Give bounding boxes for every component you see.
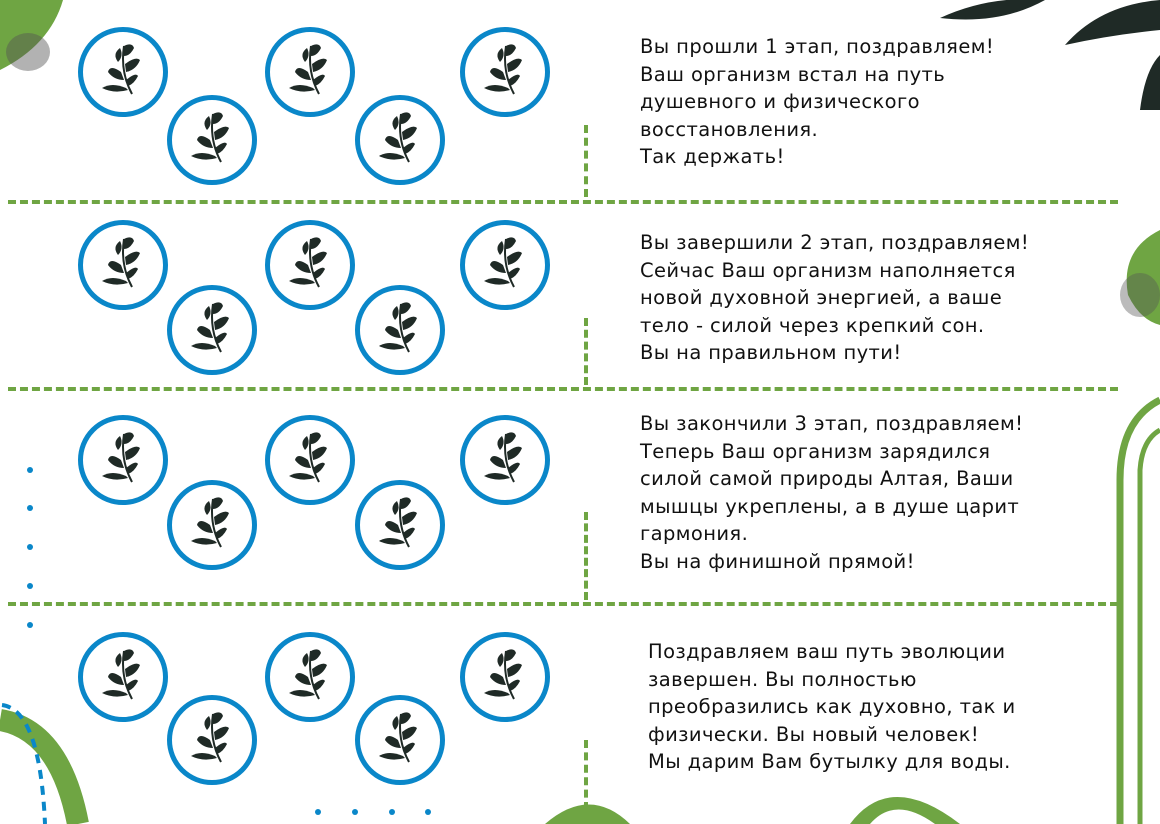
stage-2-text: Вы завершили 2 этап, поздравляем! Сейчас… <box>640 229 1029 367</box>
leaf-branch-icon <box>285 647 335 707</box>
leaf-branch-icon <box>187 110 237 170</box>
stage-4-text: Поздравляем ваш путь эволюции завершен. … <box>648 638 1016 776</box>
leaf-branch-icon <box>98 647 148 707</box>
text-line: восстановления. <box>640 117 819 141</box>
leaf-badge <box>265 220 355 310</box>
leaf-branch-icon <box>375 710 425 770</box>
text-line: Вы прошли 1 этап, поздравляем! <box>640 35 995 58</box>
stage-3-text: Вы закончили 3 этап, поздравляем! Теперь… <box>640 410 1023 575</box>
leaf-badge <box>355 480 445 570</box>
text-line: Так держать! <box>640 145 785 168</box>
leaf-branch-icon <box>98 42 148 102</box>
leaf-badge <box>167 695 257 785</box>
leaf-badge <box>265 632 355 722</box>
text-line: Вы на финишной прямой! <box>640 549 915 573</box>
text-line: Сейчас Ваш организм наполняется <box>640 258 1016 282</box>
text-line: новой духовной энергией, а ваше <box>640 286 1003 309</box>
leaf-badge <box>265 27 355 117</box>
stage-1-text: Вы прошли 1 этап, поздравляем! Ваш орган… <box>640 33 994 171</box>
leaf-branch-icon <box>98 430 148 490</box>
text-line: мышцы укреплены, а в душе царит <box>640 494 1020 518</box>
text-line: Поздравляем ваш путь эволюции <box>648 640 1006 663</box>
leaf-branch-icon <box>375 300 425 360</box>
text-line: Ваш организм встал на путь <box>640 62 946 86</box>
text-line: завершен. Вы полностью <box>648 667 917 691</box>
dashed-vertical-divider <box>584 740 588 810</box>
text-line: Теперь Ваш организм зарядился <box>640 439 991 463</box>
leaf-badge <box>355 285 445 375</box>
leaf-badge <box>167 480 257 570</box>
leaf-branch-icon <box>285 430 335 490</box>
leaf-branch-icon <box>480 42 530 102</box>
leaf-badge <box>167 285 257 375</box>
leaf-branch-icon <box>480 430 530 490</box>
text-line: Мы дарим Вам бутылку для воды. <box>648 750 1011 773</box>
dashed-divider <box>8 387 1118 391</box>
text-line: Вы закончили 3 этап, поздравляем! <box>640 412 1024 435</box>
green-leaf-shape <box>0 0 63 70</box>
text-line: Вы завершили 2 этап, поздравляем! <box>640 231 1030 254</box>
dashed-vertical-divider <box>584 318 588 385</box>
dashed-vertical-divider <box>584 512 588 600</box>
leaf-branch-icon <box>375 110 425 170</box>
text-line: Вы на правильном пути! <box>640 341 902 364</box>
leaf-branch-icon <box>187 495 237 555</box>
leaf-badge <box>460 27 550 117</box>
dashed-vertical-divider <box>584 125 588 197</box>
text-line: физически. Вы новый человек! <box>648 722 980 746</box>
dark-leaf-shape <box>1065 0 1160 45</box>
leaf-badge <box>78 27 168 117</box>
text-line: тело - силой через крепкий сон. <box>640 313 985 337</box>
leaf-branch-icon <box>480 235 530 295</box>
leaf-branch-icon <box>98 235 148 295</box>
grey-blob <box>1120 273 1160 317</box>
dark-leaf-shape <box>940 0 1045 20</box>
leaf-badge <box>460 632 550 722</box>
leaf-badge <box>167 95 257 185</box>
leaf-badge <box>460 415 550 505</box>
leaf-badge <box>78 415 168 505</box>
leaf-branch-icon <box>480 647 530 707</box>
leaf-badge <box>355 95 445 185</box>
green-leaf-shape <box>1126 230 1160 325</box>
leaf-branch-icon <box>187 300 237 360</box>
leaf-badge <box>460 220 550 310</box>
dashed-divider <box>8 602 1118 606</box>
dashed-divider <box>8 200 1118 204</box>
leaf-branch-icon <box>285 42 335 102</box>
dark-leaf-shape <box>1140 55 1160 110</box>
leaf-badge <box>265 415 355 505</box>
text-line: преобразились как духовно, так и <box>648 695 1016 718</box>
leaf-branch-icon <box>285 235 335 295</box>
text-line: душевного и физического <box>640 90 920 113</box>
leaf-badge <box>78 220 168 310</box>
leaf-branch-icon <box>187 710 237 770</box>
leaf-badge <box>355 695 445 785</box>
text-line: силой самой природы Алтая, Ваши <box>640 467 1014 490</box>
grey-blob <box>6 33 50 71</box>
text-line: гармония. <box>640 522 749 545</box>
leaf-badge <box>78 632 168 722</box>
leaf-branch-icon <box>375 495 425 555</box>
